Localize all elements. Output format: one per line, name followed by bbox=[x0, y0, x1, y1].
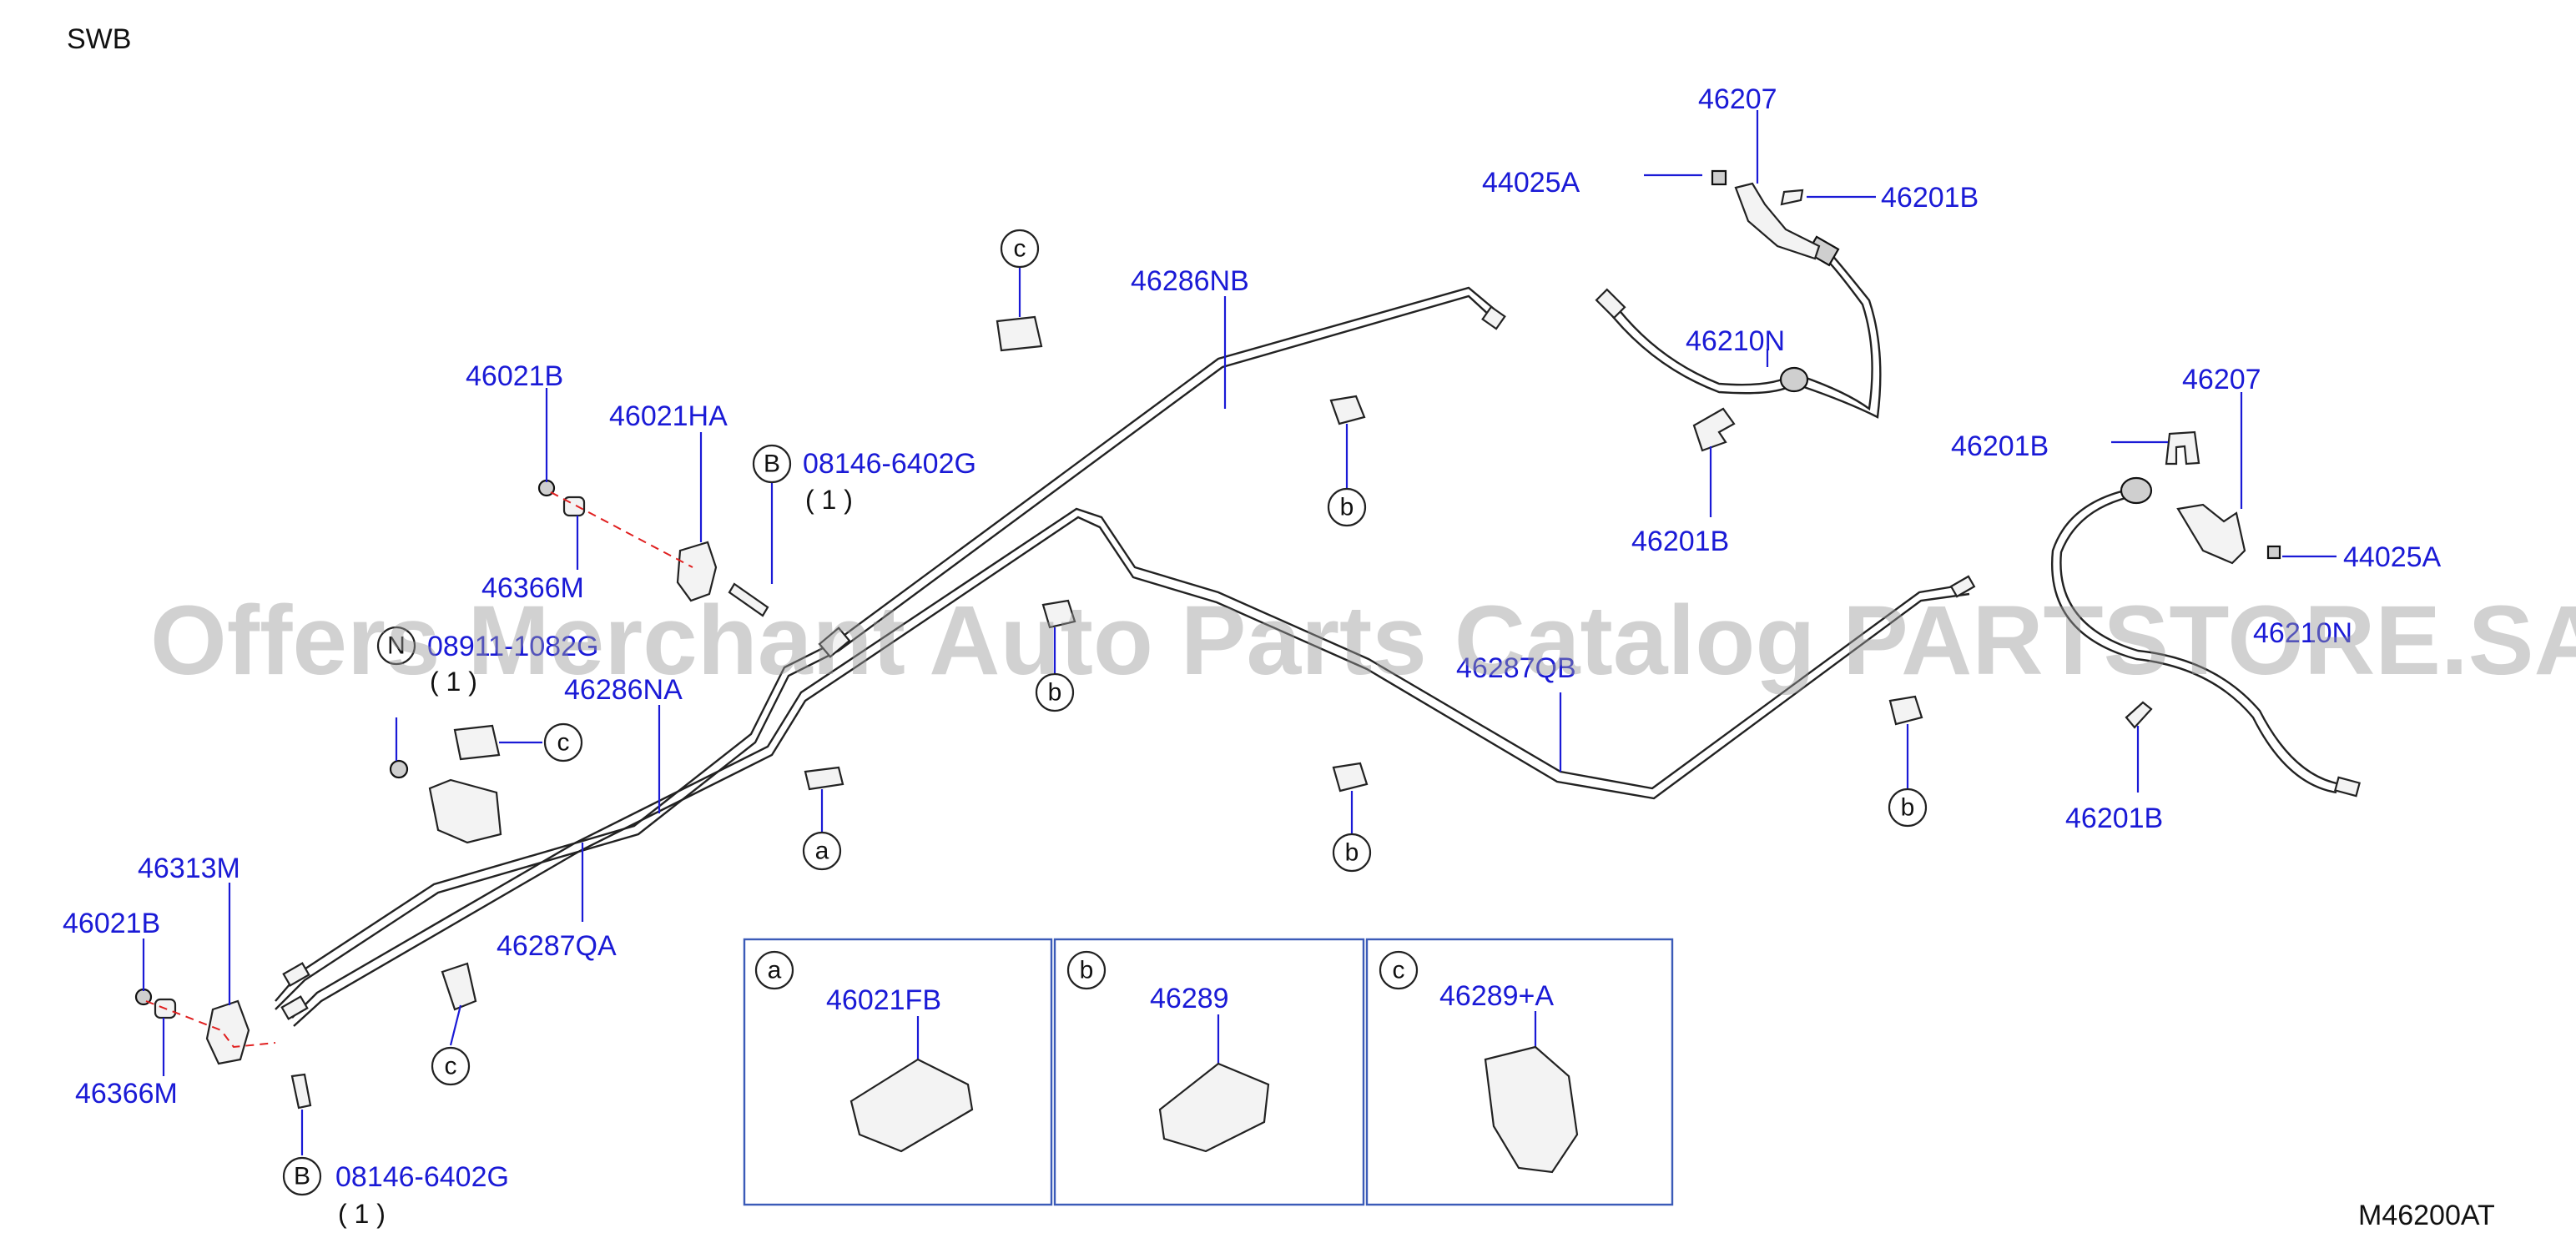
clip-46201B-top[interactable] bbox=[1780, 189, 1804, 206]
bracket-46207-top[interactable] bbox=[1711, 169, 1821, 260]
marker-c-top: c bbox=[1000, 229, 1040, 269]
callout-08146-6402G-bottom: 08146-6402G bbox=[335, 1161, 509, 1193]
clip-c-top[interactable] bbox=[996, 315, 1043, 352]
qty-mid: ( 1 ) bbox=[430, 667, 477, 697]
legend-box-c-part: 46289+A bbox=[1439, 980, 1554, 1012]
svg-text:c: c bbox=[1014, 235, 1026, 263]
callout-46210N-mid: 46210N bbox=[1686, 325, 1785, 357]
junction-46313M[interactable] bbox=[205, 999, 250, 1065]
marker-c-bottom: c bbox=[431, 1046, 471, 1086]
callout-46313M: 46313M bbox=[138, 853, 240, 884]
marker-N-mid: N bbox=[376, 626, 416, 666]
legend-box-a-letter: a bbox=[768, 957, 782, 984]
clip-c-left[interactable] bbox=[453, 724, 501, 761]
leader-lines bbox=[142, 110, 2337, 1155]
clip-46201B-mid[interactable] bbox=[1692, 407, 1736, 452]
clip-b-1[interactable] bbox=[1329, 395, 1366, 425]
svg-text:b: b bbox=[1345, 839, 1359, 867]
legend-box-a[interactable]: a 46021FB bbox=[743, 938, 1053, 1206]
bolt-08146-bottom[interactable] bbox=[290, 1073, 312, 1110]
callout-46201B-right: 46201B bbox=[1951, 430, 2049, 462]
svg-text:b: b bbox=[1340, 494, 1354, 521]
clip-b-4[interactable] bbox=[1888, 695, 1923, 726]
svg-text:b: b bbox=[1048, 679, 1062, 707]
clip-b-2[interactable] bbox=[1041, 599, 1076, 629]
clip-b-3[interactable] bbox=[1332, 762, 1369, 793]
svg-text:c: c bbox=[445, 1053, 457, 1080]
callout-08146-6402G-top: 08146-6402G bbox=[803, 448, 976, 480]
callout-46021B-top: 46021B bbox=[466, 360, 563, 392]
legend-box-b-part: 46289 bbox=[1150, 983, 1229, 1014]
legend-box-a-part: 46021FB bbox=[826, 984, 941, 1016]
diagram-title: SWB bbox=[67, 23, 131, 55]
legend-box-c[interactable]: c 46289+A bbox=[1365, 938, 1674, 1206]
junction-46021HA[interactable] bbox=[676, 541, 718, 602]
legend-box-b[interactable]: b 46289 bbox=[1053, 938, 1365, 1206]
clip-c-bottom[interactable] bbox=[441, 962, 477, 1011]
clip-46201B-lowright[interactable] bbox=[2125, 701, 2153, 729]
callout-46201B-top: 46201B bbox=[1881, 182, 1979, 214]
svg-text:c: c bbox=[557, 729, 570, 757]
callout-46286NB: 46286NB bbox=[1131, 265, 1249, 297]
callout-46021B-bottom: 46021B bbox=[63, 908, 160, 939]
callout-46287QA: 46287QA bbox=[497, 930, 617, 962]
brake-hose-46210N-mid[interactable] bbox=[1595, 235, 1882, 419]
watermark: Offers Merchant Auto Parts Catalog PARTS… bbox=[150, 586, 2576, 696]
qty-bottom: ( 1 ) bbox=[338, 1199, 386, 1229]
callout-46207-top: 46207 bbox=[1698, 83, 1777, 115]
marker-b-1: b bbox=[1327, 487, 1367, 527]
diagram-code: M46200AT bbox=[2358, 1200, 2495, 1231]
callout-46201B-lowright: 46201B bbox=[2065, 803, 2163, 834]
callout-46287QB: 46287QB bbox=[1456, 652, 1576, 684]
svg-text:a: a bbox=[815, 838, 829, 865]
callout-46021HA: 46021HA bbox=[609, 400, 728, 432]
callout-46210N-right: 46210N bbox=[2253, 617, 2352, 649]
callout-44025A-top: 44025A bbox=[1482, 167, 1580, 199]
pipe-end-fittings bbox=[280, 627, 851, 1020]
callout-46286NA: 46286NA bbox=[564, 674, 683, 706]
marker-b-3: b bbox=[1332, 833, 1372, 873]
marker-B-bottom: B bbox=[282, 1156, 322, 1196]
callout-44025A-right: 44025A bbox=[2343, 541, 2442, 573]
marker-a: a bbox=[802, 831, 842, 871]
brake-hose-46210N-right[interactable] bbox=[2051, 476, 2361, 798]
marker-c-left: c bbox=[543, 722, 583, 762]
callout-46201B-mid: 46201B bbox=[1631, 526, 1729, 557]
svg-text:B: B bbox=[764, 450, 780, 478]
clip-a[interactable] bbox=[804, 766, 844, 791]
clip-46201B-right[interactable] bbox=[2165, 430, 2200, 466]
callout-46366M-bottom: 46366M bbox=[75, 1078, 178, 1110]
svg-text:B: B bbox=[294, 1163, 310, 1190]
legend-box-b-letter: b bbox=[1080, 957, 1094, 984]
assembly-guide-line-top bbox=[550, 491, 693, 568]
callout-46366M-top: 46366M bbox=[481, 572, 584, 604]
bracket-08911[interactable] bbox=[389, 759, 502, 844]
svg-text:b: b bbox=[1901, 794, 1915, 822]
bolt-08146-top[interactable] bbox=[728, 582, 769, 617]
brake-pipe-46287QB[interactable] bbox=[291, 507, 1976, 1027]
callout-46207-right: 46207 bbox=[2182, 364, 2261, 395]
legend-box-c-letter: c bbox=[1393, 957, 1405, 984]
assembly-guide-line-bottom bbox=[145, 1000, 276, 1049]
marker-B-top: B bbox=[752, 444, 792, 484]
marker-b-4: b bbox=[1888, 788, 1928, 828]
svg-text:N: N bbox=[387, 632, 406, 660]
brake-pipe-46286NB[interactable] bbox=[275, 286, 1506, 1010]
marker-b-2: b bbox=[1035, 672, 1075, 712]
callout-08911-1082G: 08911-1082G bbox=[427, 631, 598, 662]
bracket-46207-right[interactable] bbox=[2176, 503, 2281, 565]
qty-top: ( 1 ) bbox=[805, 485, 853, 515]
